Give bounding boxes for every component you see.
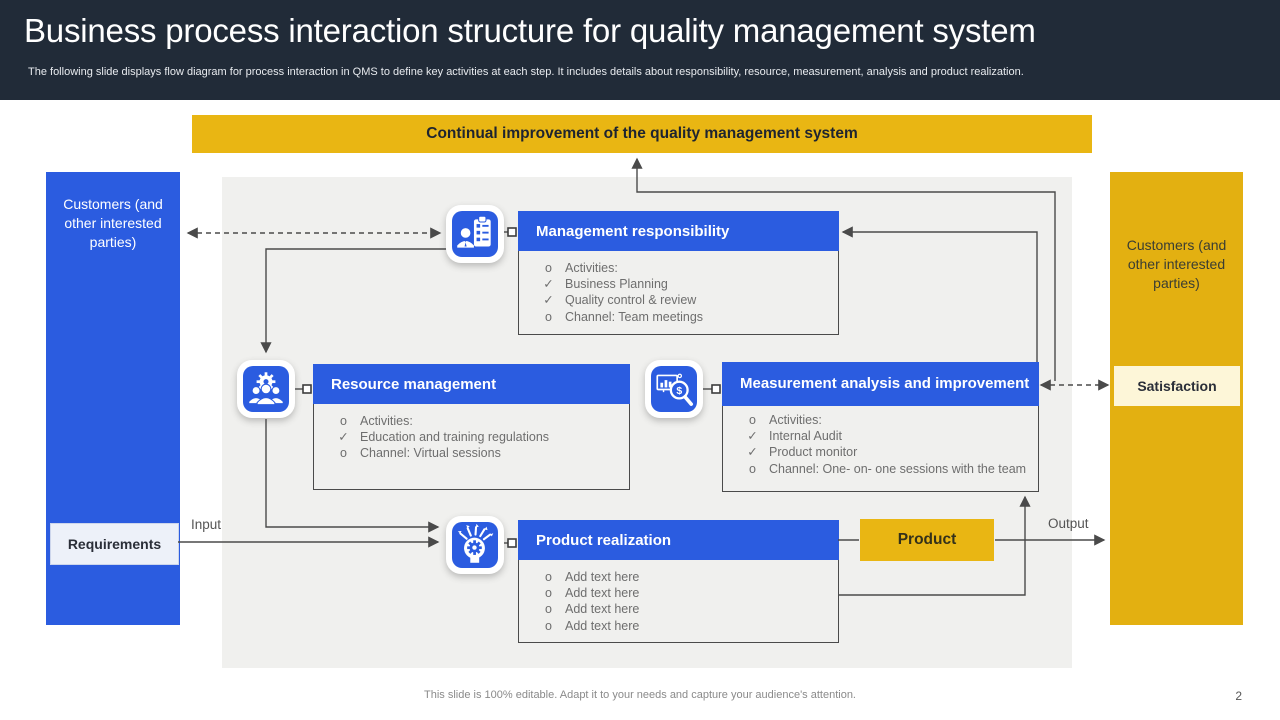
person-checklist-icon [452, 211, 498, 257]
list-item: o Activities: [747, 412, 1028, 428]
management-icon-tile[interactable] [446, 205, 504, 263]
list-item: ✓ Product monitor [747, 444, 1028, 460]
bullet: ✓ [543, 277, 554, 292]
bullet: o [545, 570, 552, 584]
customers-right-label: Customers (and other interested parties) [1126, 237, 1227, 291]
bullet: o [340, 414, 347, 428]
bullet: o [545, 309, 552, 324]
page-subtitle: The following slide displays flow diagra… [28, 66, 1024, 78]
team-gear-icon [243, 366, 289, 412]
list-item-text: Add text here [565, 618, 640, 633]
list-item: ✓ Education and training regulations [338, 429, 619, 445]
list-item: o Channel: Virtual sessions [338, 445, 619, 461]
list-item: o Add text here [543, 618, 828, 634]
list-item-text: Add text here [565, 570, 640, 584]
list-item-text: Business Planning [565, 277, 668, 292]
customers-left-label: Customers (and other interested parties) [63, 196, 163, 250]
product-label: Product [897, 531, 957, 548]
chart-magnifier-icon: $ [651, 366, 697, 412]
list-item-text: Activities: [360, 414, 413, 428]
list-item: o Add text here [543, 569, 828, 585]
bullet: o [340, 446, 347, 461]
page-number: 2 [1235, 689, 1242, 703]
bullet: ✓ [747, 429, 758, 444]
product-icon-tile[interactable] [446, 516, 504, 574]
satisfaction-tag[interactable]: Satisfaction [1114, 366, 1240, 406]
list-item-text: Channel: Virtual sessions [360, 446, 501, 461]
satisfaction-label: Satisfaction [1137, 378, 1217, 394]
bullet: o [545, 618, 552, 633]
bullet: o [545, 586, 552, 601]
output-label: Output [1048, 516, 1089, 531]
product-realization-title: Product realization [518, 520, 839, 560]
list-item: o Channel: One- on- one sessions with the… [747, 461, 1028, 477]
list-item: o Add text here [543, 601, 828, 617]
bullet: ✓ [543, 293, 554, 308]
measurement-icon-tile[interactable]: $ [645, 360, 703, 418]
bullet: o [545, 602, 552, 617]
requirements-label: Requirements [67, 536, 162, 552]
list-item-text: Product monitor [769, 445, 858, 460]
footer-note: This slide is 100% editable. Adapt it to… [424, 689, 856, 701]
continual-improvement-banner[interactable]: Continual improvement of the quality man… [192, 115, 1092, 153]
product-output-box[interactable]: Product [860, 519, 994, 561]
resource-management-list: o Activities: ✓ Education and training reg… [314, 413, 629, 462]
list-item: o Add text here [543, 585, 828, 601]
bullet: o [749, 413, 756, 427]
list-item: o Channel: Team meetings [543, 309, 828, 325]
input-label: Input [191, 517, 222, 532]
list-item: o Activities: [338, 413, 619, 429]
requirements-tag[interactable]: Requirements [50, 523, 179, 565]
list-item-text: Quality control & review [565, 293, 697, 308]
idea-gear-icon [452, 522, 498, 568]
banner-label: Continual improvement of the quality man… [426, 125, 858, 142]
list-item-text: Channel: Team meetings [565, 309, 704, 324]
svg-text:$: $ [676, 386, 682, 397]
list-item: ✓ Business Planning [543, 276, 828, 292]
list-item: ✓ Quality control & review [543, 292, 828, 308]
resource-management-title: Resource management [313, 364, 630, 404]
management-responsibility-box[interactable]: Management responsibility o Activities: ✓… [518, 211, 839, 335]
list-item-text: Add text here [565, 586, 640, 601]
slide-header: Business process interaction structure f… [0, 0, 1280, 100]
resource-icon-tile[interactable] [237, 360, 295, 418]
page-title: Business process interaction structure f… [24, 12, 1036, 49]
list-item-text: Activities: [565, 261, 618, 275]
list-item-text: Add text here [565, 602, 640, 617]
bullet: o [749, 461, 756, 476]
resource-management-box[interactable]: Resource management o Activities: ✓ Educat… [313, 364, 630, 490]
list-item-text: Education and training regulations [360, 430, 550, 445]
list-item: ✓ Internal Audit [747, 428, 1028, 444]
bullet: ✓ [338, 430, 349, 445]
measurement-analysis-list: o Activities: ✓ Internal Audit ✓ Product mo… [723, 412, 1038, 477]
management-responsibility-title: Management responsibility [518, 211, 839, 251]
list-item-text: Internal Audit [769, 429, 842, 444]
measurement-analysis-title: Measurement analysis and improvement [722, 362, 1039, 406]
bullet: ✓ [747, 445, 758, 460]
management-responsibility-list: o Activities: ✓ Business Planning ✓ Quality… [519, 260, 838, 325]
list-item: o Activities: [543, 260, 828, 276]
bullet: o [545, 261, 552, 275]
list-item-text: Channel: One- on- one sessions with the … [769, 461, 1027, 476]
list-item-text: Activities: [769, 413, 822, 427]
measurement-analysis-box[interactable]: Measurement analysis and improvement o Ac… [722, 362, 1039, 492]
